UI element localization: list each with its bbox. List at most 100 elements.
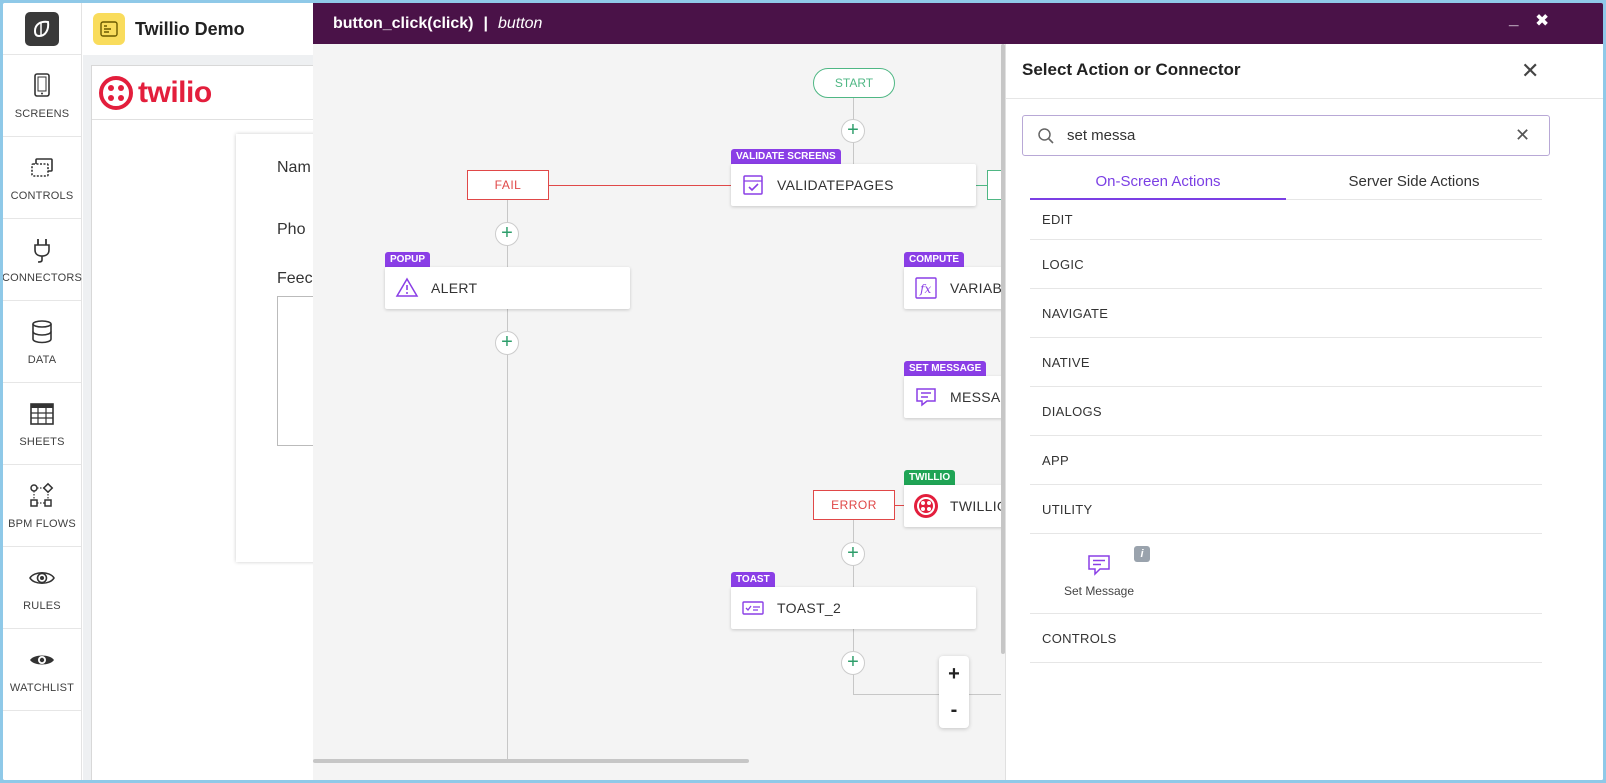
connector-line (853, 694, 1001, 695)
category-list: EDIT LOGIC NAVIGATE NATIVE DIALOGS APP U… (1030, 200, 1542, 663)
svg-text:fx: fx (919, 282, 931, 296)
node-label: TWILLIO (950, 498, 1005, 514)
add-step-button[interactable]: + (495, 222, 519, 246)
rail-item-controls[interactable]: CONTROLS (3, 137, 81, 219)
node-tag: TWILLIO (904, 470, 956, 485)
app-window: SCREENS CONTROLS CONNECTORS DATA SHEETS … (3, 3, 1603, 780)
flow-canvas[interactable]: START + VALIDATE SCREENS VALIDATEPAGES F… (313, 44, 1005, 780)
fail-outcome[interactable]: FAIL (467, 170, 549, 200)
zoom-in-button[interactable]: + (948, 662, 960, 685)
connector-line (549, 185, 731, 186)
node-alert[interactable]: ALERT (385, 267, 630, 309)
add-step-button[interactable]: + (841, 651, 865, 675)
add-step-button[interactable]: + (841, 542, 865, 566)
rail-item-screens[interactable]: SCREENS (3, 55, 81, 137)
event-flow-modal: button_click(click) | button _ ✖ START +… (313, 3, 1603, 780)
tab-on-screen-actions[interactable]: On-Screen Actions (1030, 164, 1286, 200)
rail-item-watchlist[interactable]: WATCHLIST (3, 629, 81, 711)
category-dialogs[interactable]: DIALOGS (1030, 387, 1542, 436)
function-icon: fx (915, 277, 937, 299)
node-label: VARIAB (950, 280, 1003, 296)
warning-icon (395, 277, 419, 297)
panel-divider (1006, 98, 1603, 99)
app-title: Twillio Demo (135, 18, 245, 39)
add-step-button[interactable]: + (495, 331, 519, 355)
node-label: ALERT (431, 280, 478, 296)
validate-screen-icon (743, 175, 763, 195)
category-logic[interactable]: LOGIC (1030, 240, 1542, 289)
twilio-icon (914, 494, 938, 518)
error-outcome[interactable]: ERROR (813, 490, 895, 520)
category-utility[interactable]: UTILITY (1030, 485, 1542, 534)
panel-title: Select Action or Connector (1022, 60, 1241, 79)
search-icon (1038, 127, 1054, 144)
node-toast[interactable]: TOAST_2 (731, 587, 976, 629)
node-label: VALIDATEPAGES (777, 177, 894, 193)
close-panel-button[interactable]: ✕ (1521, 58, 1540, 83)
action-set-message[interactable]: Set Message (1054, 544, 1144, 600)
tab-server-side-actions[interactable]: Server Side Actions (1286, 164, 1542, 200)
rail-label: SCREENS (14, 107, 70, 120)
node-variable[interactable]: fx VARIAB (904, 267, 1005, 309)
rail-label: RULES (23, 599, 61, 612)
rail-item-sheets[interactable]: SHEETS (3, 383, 81, 465)
form-label-feedback: Feec (277, 270, 313, 287)
plug-icon (34, 238, 50, 263)
left-nav-rail: SCREENS CONTROLS CONNECTORS DATA SHEETS … (3, 3, 82, 780)
success-outcome-box[interactable] (987, 170, 1005, 200)
node-validatepages[interactable]: VALIDATEPAGES (731, 164, 976, 206)
add-step-button[interactable]: + (841, 119, 865, 143)
rail-label: DATA (27, 353, 57, 366)
message-icon (1088, 555, 1110, 576)
modal-title-separator: | (483, 14, 488, 32)
connector-line (507, 200, 508, 760)
app-logo[interactable] (3, 3, 81, 55)
zoom-out-button[interactable]: - (950, 698, 958, 721)
twilio-logo-icon (99, 75, 133, 110)
modal-control-name: button (497, 14, 543, 32)
rail-item-connectors[interactable]: CONNECTORS (3, 219, 83, 301)
node-twilio[interactable]: TWILLIO (904, 485, 1005, 527)
category-edit[interactable]: EDIT (1030, 200, 1542, 240)
action-search-input[interactable] (1067, 127, 1507, 144)
category-native[interactable]: NATIVE (1030, 338, 1542, 387)
start-node[interactable]: START (813, 68, 895, 98)
zoom-controls: + - (939, 656, 969, 728)
app-logo-icon (25, 11, 59, 46)
rail-label: SHEETS (19, 435, 65, 448)
node-tag: TOAST (731, 572, 775, 587)
action-label: Set Message (1063, 584, 1135, 598)
rail-label: BPM FLOWS (8, 517, 76, 530)
node-label: TOAST_2 (777, 600, 842, 616)
close-modal-button[interactable]: ✖ (1535, 11, 1550, 30)
rail-label: WATCHLIST (9, 681, 75, 694)
rail-item-data[interactable]: DATA (3, 301, 81, 383)
category-app[interactable]: APP (1030, 436, 1542, 485)
rail-label: CONNECTORS (3, 271, 83, 284)
message-icon (916, 388, 936, 407)
action-picker-panel: Select Action or Connector ✕ ✕ On-Screen… (1005, 44, 1603, 780)
app-header: Twillio Demo (83, 3, 323, 55)
tablet-icon (34, 72, 50, 97)
node-message[interactable]: MESSAG (904, 376, 1005, 418)
node-label: MESSAG (950, 389, 1005, 405)
horizontal-scrollbar[interactable] (313, 759, 749, 763)
controls-icon (31, 157, 53, 177)
category-navigate[interactable]: NAVIGATE (1030, 289, 1542, 338)
rail-label: CONTROLS (10, 189, 74, 202)
vertical-scrollbar[interactable] (1001, 44, 1005, 654)
action-tabs: On-Screen Actions Server Side Actions (1030, 164, 1542, 200)
toast-icon (742, 601, 764, 615)
rail-item-bpm-flows[interactable]: BPM FLOWS (3, 465, 81, 547)
rail-item-rules[interactable]: RULES (3, 547, 81, 629)
form-label-name: Nam (277, 159, 311, 176)
category-controls[interactable]: CONTROLS (1030, 614, 1542, 663)
minimize-button[interactable]: _ (1509, 9, 1519, 28)
table-icon (30, 402, 54, 425)
clear-search-button[interactable]: ✕ (1515, 125, 1531, 145)
info-icon[interactable]: i (1134, 546, 1150, 562)
form-label-phone: Pho (277, 221, 306, 238)
modal-event-name: button_click(click) (333, 14, 474, 32)
node-tag: POPUP (385, 252, 431, 267)
node-tag: SET MESSAGE (904, 361, 987, 376)
